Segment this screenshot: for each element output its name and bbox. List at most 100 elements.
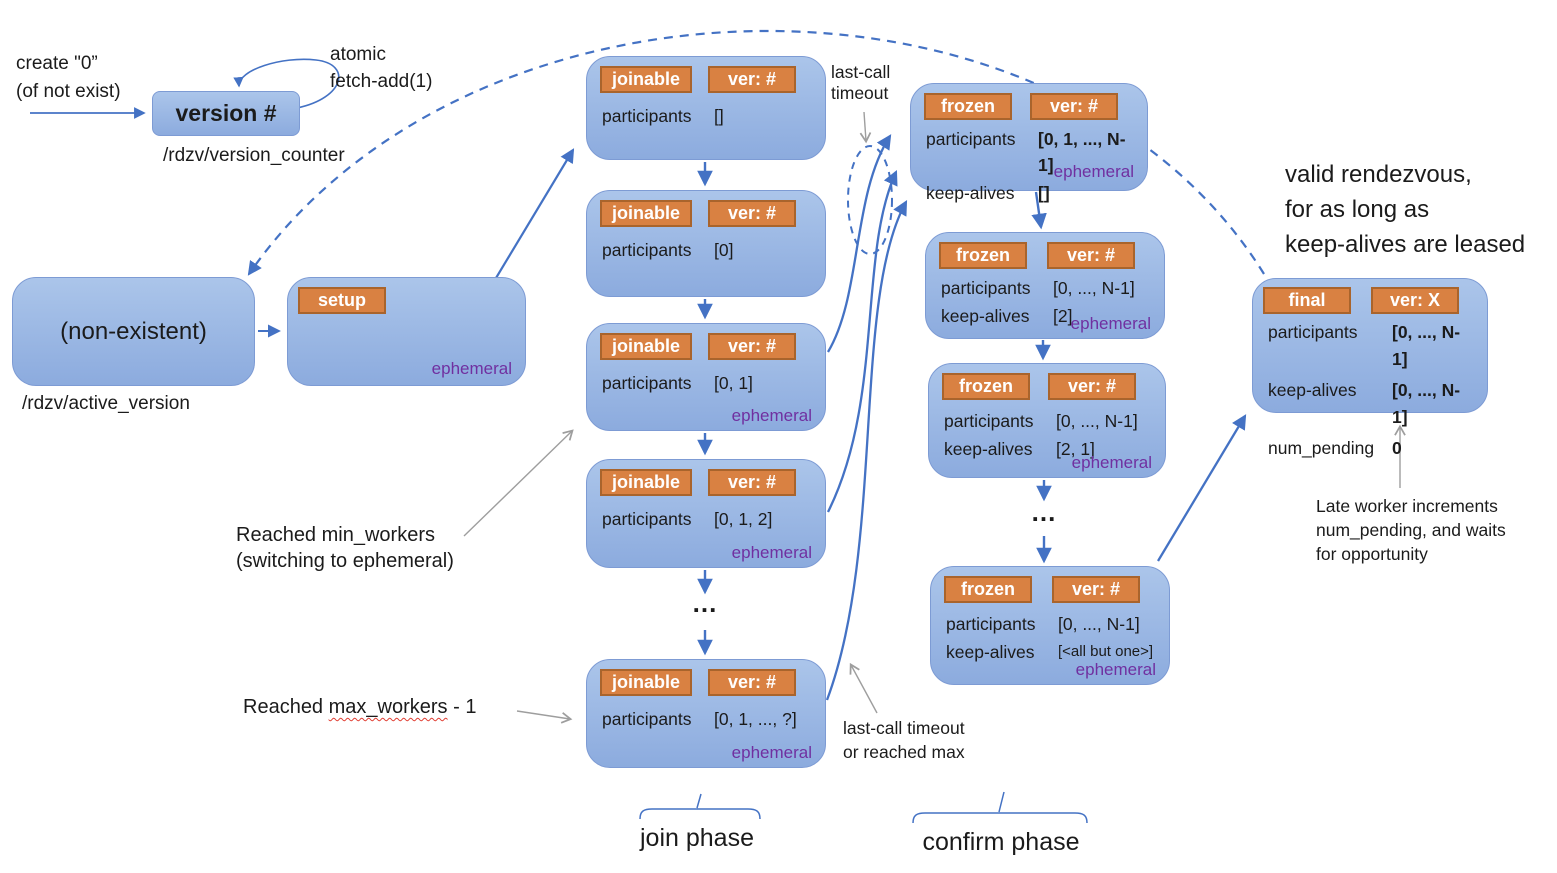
pointer-last-call-bottom — [849, 662, 878, 714]
joinable-node-2: joinable ver: # participants[0] — [586, 190, 826, 297]
ephemeral-label: ephemeral — [731, 543, 812, 562]
state-tag-joinable: joinable — [600, 66, 693, 93]
frozen-node-1: frozen ver: # participants [0, 1, ..., N-… — [910, 83, 1148, 203]
field-value: [0, ..., N-1] — [1392, 380, 1461, 427]
state-tag-frozen: frozen — [944, 576, 1032, 603]
max-workers-term: max_workers — [328, 696, 448, 718]
field-label: keep-alives — [941, 306, 1030, 326]
nonexistent-node: (non-existent) — [12, 277, 255, 386]
version-tag: ver: # — [708, 333, 796, 360]
create-zero-label: create "0” (of not exist) — [16, 53, 121, 102]
field-value: [] — [714, 106, 724, 126]
active-version-path: /rdzv/active_version — [22, 393, 190, 414]
version-tag: ver: # — [1052, 576, 1140, 603]
field-label: num_pending — [1268, 438, 1375, 458]
joinable-node-1: joinable ver: # participants [] — [586, 56, 826, 160]
pointer-reached-max — [516, 710, 573, 724]
reached-min-workers-label: Reached min_workers (switching to epheme… — [236, 524, 454, 572]
arrow-join4-frozen — [826, 169, 898, 513]
arrow-frozen-final — [1157, 414, 1247, 562]
version-tag: ver: # — [1030, 93, 1118, 120]
ephemeral-label: ephemeral — [1071, 453, 1152, 472]
state-tag-joinable: joinable — [600, 669, 693, 696]
version-tag: ver: # — [708, 200, 796, 227]
confirm-phase-brace — [912, 791, 1088, 824]
state-tag-joinable: joinable — [600, 333, 693, 360]
version-tag: ver: # — [708, 469, 796, 496]
state-tag-frozen: frozen — [924, 93, 1012, 120]
confirm-phase-label: confirm phase — [922, 828, 1080, 856]
field-label: participants — [602, 709, 692, 729]
field-value: [0, ..., N-1] — [1053, 278, 1135, 298]
field-value: [0, ..., N-1] — [1056, 411, 1138, 431]
field-label: keep-alives — [1268, 380, 1357, 400]
field-label: participants — [602, 509, 692, 529]
last-call-ellipse — [847, 145, 893, 255]
field-label: participants — [944, 411, 1034, 431]
field-value: [0] — [714, 240, 734, 260]
field-value: [0, ..., N-1] — [1392, 322, 1461, 369]
version-counter-label: version # — [175, 100, 277, 126]
last-call-or-max-label: last-call timeout or reached max — [843, 718, 965, 762]
version-tag: ver: X — [1371, 287, 1459, 314]
join-phase-brace — [639, 793, 761, 820]
pointer-reached-min — [463, 429, 574, 537]
joinable-node-3: joinable ver: # participants [0, 1] ephem… — [586, 323, 826, 431]
field-label: participants — [1268, 322, 1358, 342]
arrow-join5-frozen — [825, 200, 908, 701]
state-tag-final: final — [1263, 287, 1351, 314]
field-value: [2] — [1053, 306, 1073, 326]
state-tag-frozen: frozen — [939, 242, 1027, 269]
field-value: [0, 1, ..., ?] — [714, 709, 797, 729]
version-counter-node: version # — [152, 91, 300, 136]
field-label: participants — [941, 278, 1031, 298]
arrow-join3-frozen — [827, 134, 892, 353]
pointer-last-call-top — [859, 111, 872, 144]
ephemeral-label: ephemeral — [731, 743, 812, 762]
joinable-node-4: joinable ver: # participants [0, 1, 2] ep… — [586, 459, 826, 568]
field-label: keep-alives — [946, 642, 1035, 662]
field-value: 0 — [1392, 438, 1402, 458]
join-phase-label: join phase — [640, 824, 754, 852]
field-label: participants — [602, 106, 692, 126]
final-node: final ver: X participants [0, ..., N-1] k… — [1252, 278, 1488, 458]
field-label: keep-alives — [926, 183, 1015, 203]
version-counter-path: /rdzv/version_counter — [163, 145, 345, 166]
field-value: [<all but one>] — [1058, 643, 1154, 660]
ephemeral-label: ephemeral — [431, 359, 512, 378]
setup-node: setup ephemeral — [287, 277, 526, 386]
ephemeral-label: ephemeral — [1053, 162, 1134, 181]
ephemeral-label: ephemeral — [1075, 660, 1156, 679]
frozen-node-3: frozen ver: # participants[0, ..., N-1] … — [928, 363, 1166, 478]
field-value: [0, 1, ..., N-1] — [1038, 129, 1126, 175]
ephemeral-label: ephemeral — [731, 406, 812, 425]
version-tag: ver: # — [708, 66, 796, 93]
arrow-setup-joinable — [489, 148, 575, 289]
atomic-fetch-add-label: atomic fetch-add(1) — [330, 44, 433, 92]
nonexistent-label: (non-existent) — [60, 317, 207, 345]
state-tag-joinable: joinable — [600, 469, 693, 496]
state-tag-setup: setup — [298, 287, 386, 314]
field-label: participants — [946, 614, 1036, 634]
version-tag: ver: # — [708, 669, 796, 696]
version-tag: ver: # — [1048, 373, 1136, 400]
valid-rendezvous-label: valid rendezvous, for as long as keep-al… — [1285, 161, 1526, 258]
field-value: [0, 1] — [714, 373, 753, 393]
version-tag: ver: # — [1047, 242, 1135, 269]
join-column-ellipsis: ... — [692, 588, 718, 618]
late-worker-label: Late worker increments num_pending, and … — [1316, 496, 1506, 564]
field-label: participants — [602, 373, 692, 393]
state-tag-frozen: frozen — [942, 373, 1030, 400]
field-value: [] — [1038, 183, 1050, 203]
field-label: participants — [926, 129, 1016, 149]
field-value: [0, ..., N-1] — [1058, 614, 1140, 634]
field-value: [2, 1] — [1056, 439, 1095, 459]
reached-max-workers-label: Reached max_workers - 1 — [243, 696, 477, 718]
frozen-node-4: frozen ver: # participants[0, ..., N-1] … — [930, 566, 1170, 685]
state-tag-joinable: joinable — [600, 200, 693, 227]
ephemeral-label: ephemeral — [1070, 314, 1151, 333]
field-label: keep-alives — [944, 439, 1033, 459]
field-value: [0, 1, 2] — [714, 509, 773, 529]
joinable-node-5: joinable ver: # participants [0, 1, ..., … — [586, 659, 826, 768]
